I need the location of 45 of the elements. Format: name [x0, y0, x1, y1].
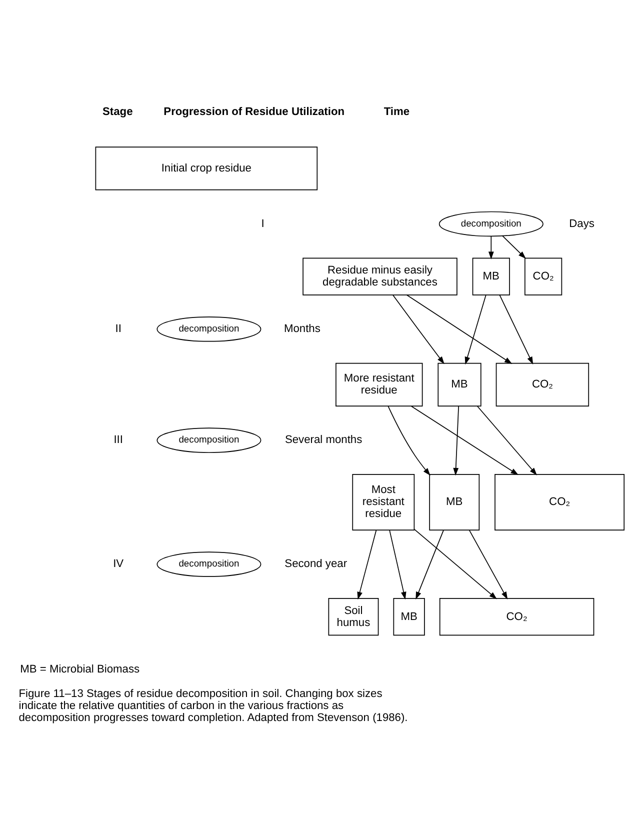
node-box: Soil humus — [328, 598, 379, 636]
node-box: MB — [393, 598, 425, 636]
node-box: Most resistant residue — [352, 474, 415, 530]
node-box: CO₂ — [439, 598, 594, 636]
arrow — [468, 529, 508, 599]
node-ellipse: decomposition — [438, 210, 544, 236]
node-ellipse: decomposition — [156, 551, 262, 576]
label: Time — [384, 105, 410, 118]
arrow — [392, 294, 444, 364]
node-box: CO₂ — [524, 257, 562, 295]
label: Several months — [284, 434, 362, 446]
arrow — [410, 405, 518, 475]
label: III — [114, 434, 123, 446]
node-box: MB — [438, 362, 482, 406]
node-box: CO₂ — [494, 474, 625, 530]
arrow — [453, 405, 460, 476]
node-box: CO₂ — [496, 362, 590, 406]
node-box: Initial crop residue — [95, 146, 318, 190]
arrow — [464, 294, 486, 364]
arrow — [414, 528, 497, 599]
label: MB = Microbial Biomass — [20, 662, 140, 675]
label: Days — [569, 217, 594, 230]
arrow — [499, 294, 534, 364]
arrow — [416, 529, 444, 600]
label: Second year — [284, 558, 348, 570]
arrow — [389, 529, 406, 600]
node-box: MB — [472, 257, 510, 295]
label: Months — [284, 322, 320, 335]
arrow — [476, 405, 538, 475]
arrow — [502, 234, 526, 258]
label: II — [115, 322, 122, 335]
node-box: Residue minus easily degradable substances — [302, 257, 458, 295]
arrow — [357, 529, 377, 600]
node-ellipse: decomposition — [156, 316, 262, 342]
node-box: MB — [429, 474, 480, 530]
label: IV — [113, 558, 124, 570]
caption: Figure 11–13 Stages of residue decomposition in soil. Changing box sizes indicate the relative quantities of carbon in the various fractions as decomposition progresses toward completion. Adapted from Stevenson (1986). — [18, 688, 408, 724]
arrow — [406, 294, 512, 364]
label: I — [261, 217, 264, 230]
arrow — [488, 235, 494, 259]
node-box: More resistant residue — [336, 362, 423, 406]
node-ellipse: decomposition — [156, 427, 262, 452]
label: Stage — [102, 105, 133, 118]
label: Progression of Residue Utilization — [164, 105, 345, 118]
arrow — [388, 405, 430, 476]
